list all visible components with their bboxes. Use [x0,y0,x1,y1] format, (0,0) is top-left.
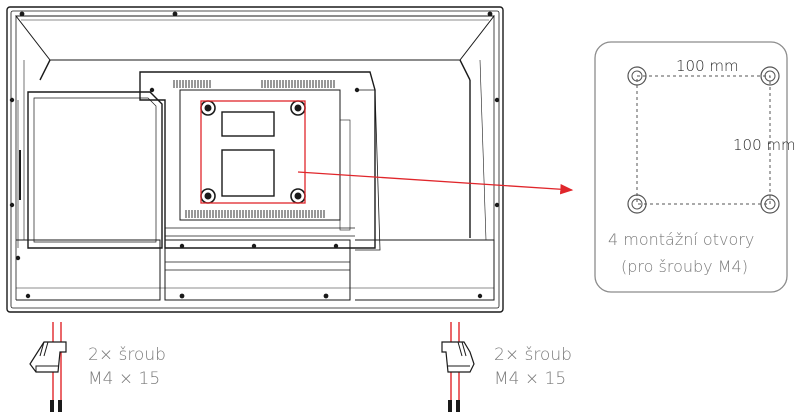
vesa-horizontal-spacing: 100 mm [676,57,739,75]
vesa-caption-line1: 4 montážní otvory [608,230,755,249]
tv-back-panel [6,6,504,313]
stand-right-label-line1: 2× šroub [494,345,572,365]
stand-left-label-line2: M4 × 15 [88,369,161,389]
frame-screws [9,11,500,299]
vesa-holes-tv [200,100,306,204]
callout-arrow [297,171,574,195]
vesa-caption-line2: (pro šrouby M4) [621,257,748,276]
stand-left [29,322,67,412]
stand-right [441,322,475,412]
vesa-callout-box [594,41,788,293]
vesa-highlight-box [200,100,306,204]
vesa-pattern [627,66,780,214]
stand-right-label-line2: M4 × 15 [494,369,567,389]
stand-left-label-line1: 2× šroub [88,345,166,365]
vesa-vertical-spacing: 100 mm [733,136,796,154]
